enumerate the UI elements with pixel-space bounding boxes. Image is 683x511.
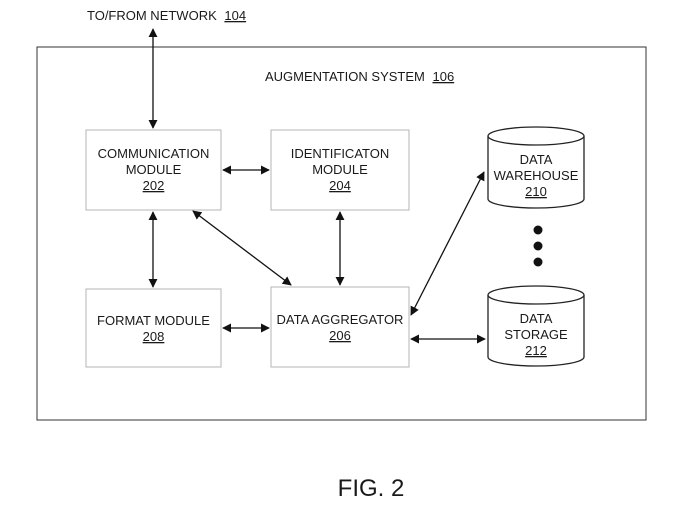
augmentation-system-frame — [36, 46, 647, 421]
figure-label: FIG. 2 — [338, 475, 405, 502]
svg-text:MODULE: MODULE — [312, 162, 368, 177]
data-aggregator: DATA AGGREGATOR 206 — [270, 286, 410, 368]
svg-text:208: 208 — [143, 329, 165, 344]
svg-text:MODULE: MODULE — [126, 162, 182, 177]
format-module: FORMAT MODULE 208 — [85, 288, 222, 368]
svg-text:206: 206 — [329, 328, 351, 343]
augmentation-system-label: AUGMENTATION SYSTEM 106 — [265, 69, 454, 84]
svg-text:WAREHOUSE: WAREHOUSE — [494, 168, 579, 183]
svg-text:DATA: DATA — [520, 311, 553, 326]
svg-text:202: 202 — [143, 178, 165, 193]
identification-module: IDENTIFICATON MODULE 204 — [270, 129, 410, 211]
communication-module: COMMUNICATION MODULE 202 — [85, 129, 222, 211]
arrow-communication-aggregator — [192, 210, 292, 286]
svg-text:DATA: DATA — [520, 152, 553, 167]
svg-text:210: 210 — [525, 184, 547, 199]
svg-text:IDENTIFICATON: IDENTIFICATON — [291, 146, 389, 161]
network-label: TO/FROM NETWORK 104 — [87, 8, 246, 23]
arrow-aggregator-warehouse — [410, 171, 485, 316]
svg-text:212: 212 — [525, 343, 547, 358]
data-storage: DATA STORAGE 212 — [487, 285, 585, 367]
data-warehouse: DATA WAREHOUSE 210 — [487, 126, 585, 209]
svg-text:FORMAT MODULE: FORMAT MODULE — [97, 313, 210, 328]
svg-text:DATA AGGREGATOR: DATA AGGREGATOR — [277, 312, 404, 327]
ellipsis-dots — [533, 225, 543, 267]
svg-text:COMMUNICATION: COMMUNICATION — [98, 146, 210, 161]
svg-text:STORAGE: STORAGE — [504, 327, 568, 342]
svg-text:204: 204 — [329, 178, 351, 193]
